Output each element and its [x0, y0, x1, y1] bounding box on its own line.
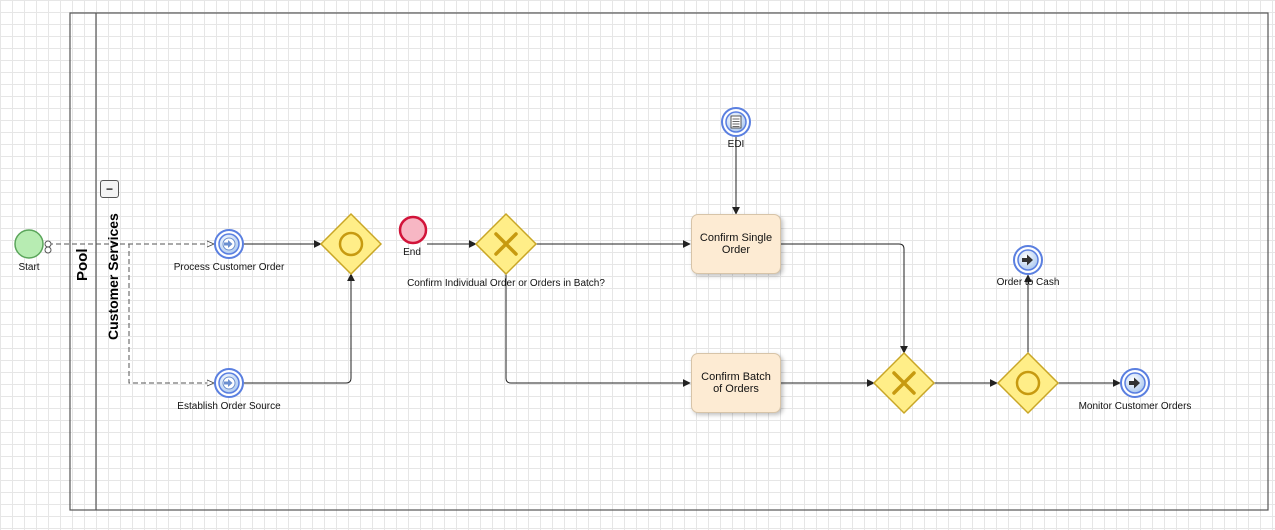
end-event[interactable] [398, 215, 428, 245]
lane-label: Customer Services [105, 213, 121, 340]
process-customer-order-label: Process Customer Order [173, 262, 285, 273]
exclusive-gateway-merge[interactable] [872, 351, 936, 415]
establish-order-source-event[interactable] [214, 368, 244, 398]
start-event[interactable] [14, 229, 44, 259]
confirm-batch-of-orders-task[interactable]: Confirm Batch of Orders [691, 353, 781, 413]
edi-label: EDI [727, 139, 745, 150]
flow-single-to-merge [781, 243, 908, 354]
monitor-customer-orders-event[interactable] [1120, 368, 1150, 398]
confirm-single-order-task[interactable]: Confirm Single Order [691, 214, 781, 274]
message-flow-origin-marker [44, 240, 52, 248]
gateway-question-label: Confirm Individual Order or Orders in Ba… [407, 278, 605, 289]
flow-establish-to-gateway [244, 273, 355, 384]
exclusive-gateway-confirm[interactable] [474, 212, 538, 276]
order-to-cash-event[interactable] [1013, 245, 1043, 275]
message-flow-to-establish-source [48, 243, 214, 383]
edi-event[interactable] [721, 107, 751, 137]
end-label: End [403, 247, 421, 258]
pool-border[interactable] [69, 12, 1269, 511]
message-flow-origin-marker-2 [44, 246, 52, 254]
x-icon [892, 371, 916, 395]
order-to-cash-label: Order to Cash [996, 277, 1060, 288]
pool-label: Pool [74, 248, 91, 282]
inclusive-gateway-1[interactable] [319, 212, 383, 276]
circle-icon [338, 231, 364, 257]
circle-icon [1015, 370, 1041, 396]
process-customer-order-event[interactable] [214, 229, 244, 259]
inclusive-gateway-2[interactable] [996, 351, 1060, 415]
arrow-right-icon [222, 237, 236, 251]
monitor-customer-orders-label: Monitor Customer Orders [1078, 401, 1192, 412]
flow-xor-to-batch [505, 274, 691, 387]
document-icon [730, 115, 742, 129]
establish-order-source-label: Establish Order Source [177, 401, 281, 412]
lane-collapse-button[interactable]: − [100, 180, 119, 198]
arrow-right-icon [1129, 377, 1140, 389]
arrow-right-icon [222, 376, 236, 390]
x-icon [494, 232, 518, 256]
arrow-right-icon [1022, 254, 1033, 266]
start-label: Start [18, 262, 40, 273]
